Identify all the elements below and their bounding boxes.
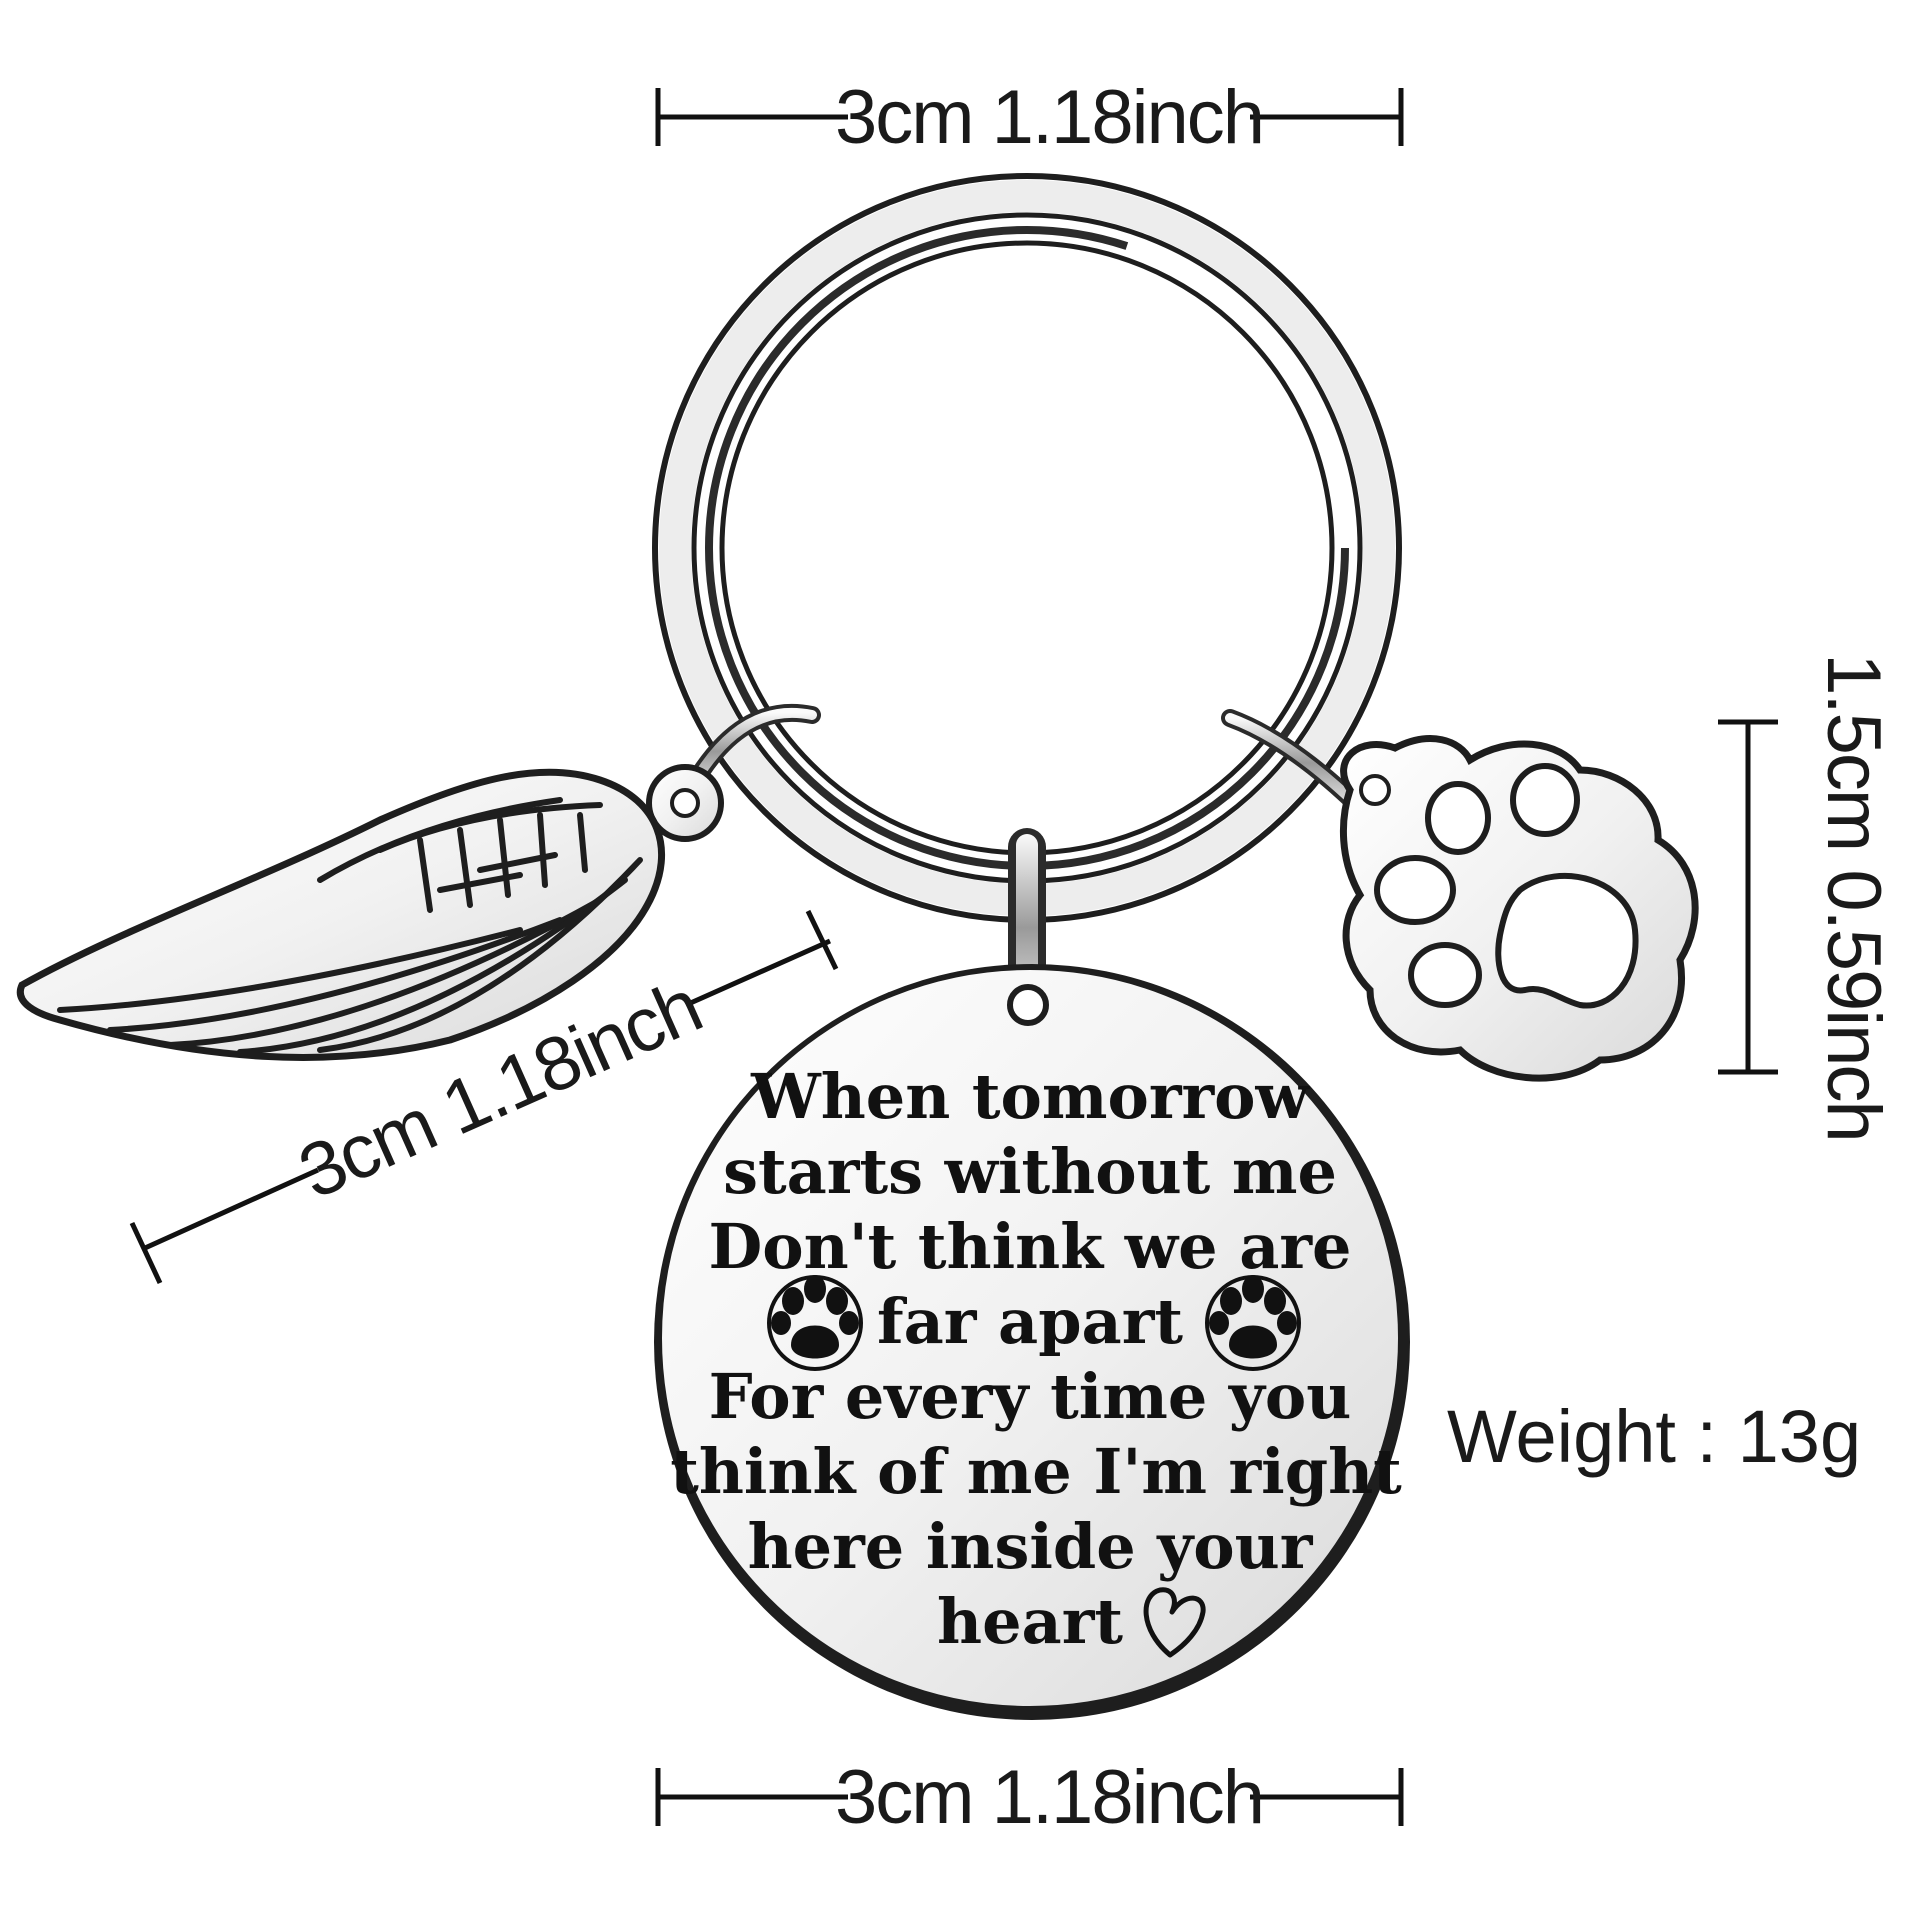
tag-line-3: Don't think we are bbox=[709, 1210, 1352, 1283]
tag-line-6: think of me I'm right bbox=[670, 1435, 1402, 1508]
tag-width-label: 3cm 1.18inch bbox=[835, 1755, 1263, 1840]
paw-print-icon bbox=[767, 1275, 863, 1371]
paw-height-dimension: 1.5cm 0.59inch bbox=[1718, 653, 1896, 1141]
ring-width-label: 3cm 1.18inch bbox=[835, 75, 1263, 160]
angel-wing-icon bbox=[16, 764, 724, 1061]
round-tag: When tomorrow starts without me Don't th… bbox=[654, 964, 1410, 1720]
tag-line-2: starts without me bbox=[723, 1135, 1337, 1208]
heart-outline-icon bbox=[1143, 1587, 1206, 1658]
ring-width-dimension: 3cm 1.18inch bbox=[655, 75, 1404, 160]
key-ring bbox=[652, 173, 1402, 923]
tag-line-1: When tomorrow bbox=[750, 1060, 1310, 1133]
tag-width-dimension: 3cm 1.18inch bbox=[655, 1755, 1404, 1840]
weight-label: Weight : 13g bbox=[1447, 1395, 1861, 1478]
paw-height-label: 1.5cm 0.59inch bbox=[1811, 653, 1896, 1140]
paw-print-icon bbox=[1205, 1275, 1301, 1371]
tag-line-4: far apart bbox=[877, 1285, 1183, 1358]
paw-charm-icon bbox=[1340, 735, 1699, 1082]
tag-line-7: here inside your bbox=[748, 1510, 1314, 1583]
tag-line-5: For every time you bbox=[709, 1360, 1352, 1433]
tag-line-8: heart bbox=[937, 1585, 1123, 1658]
